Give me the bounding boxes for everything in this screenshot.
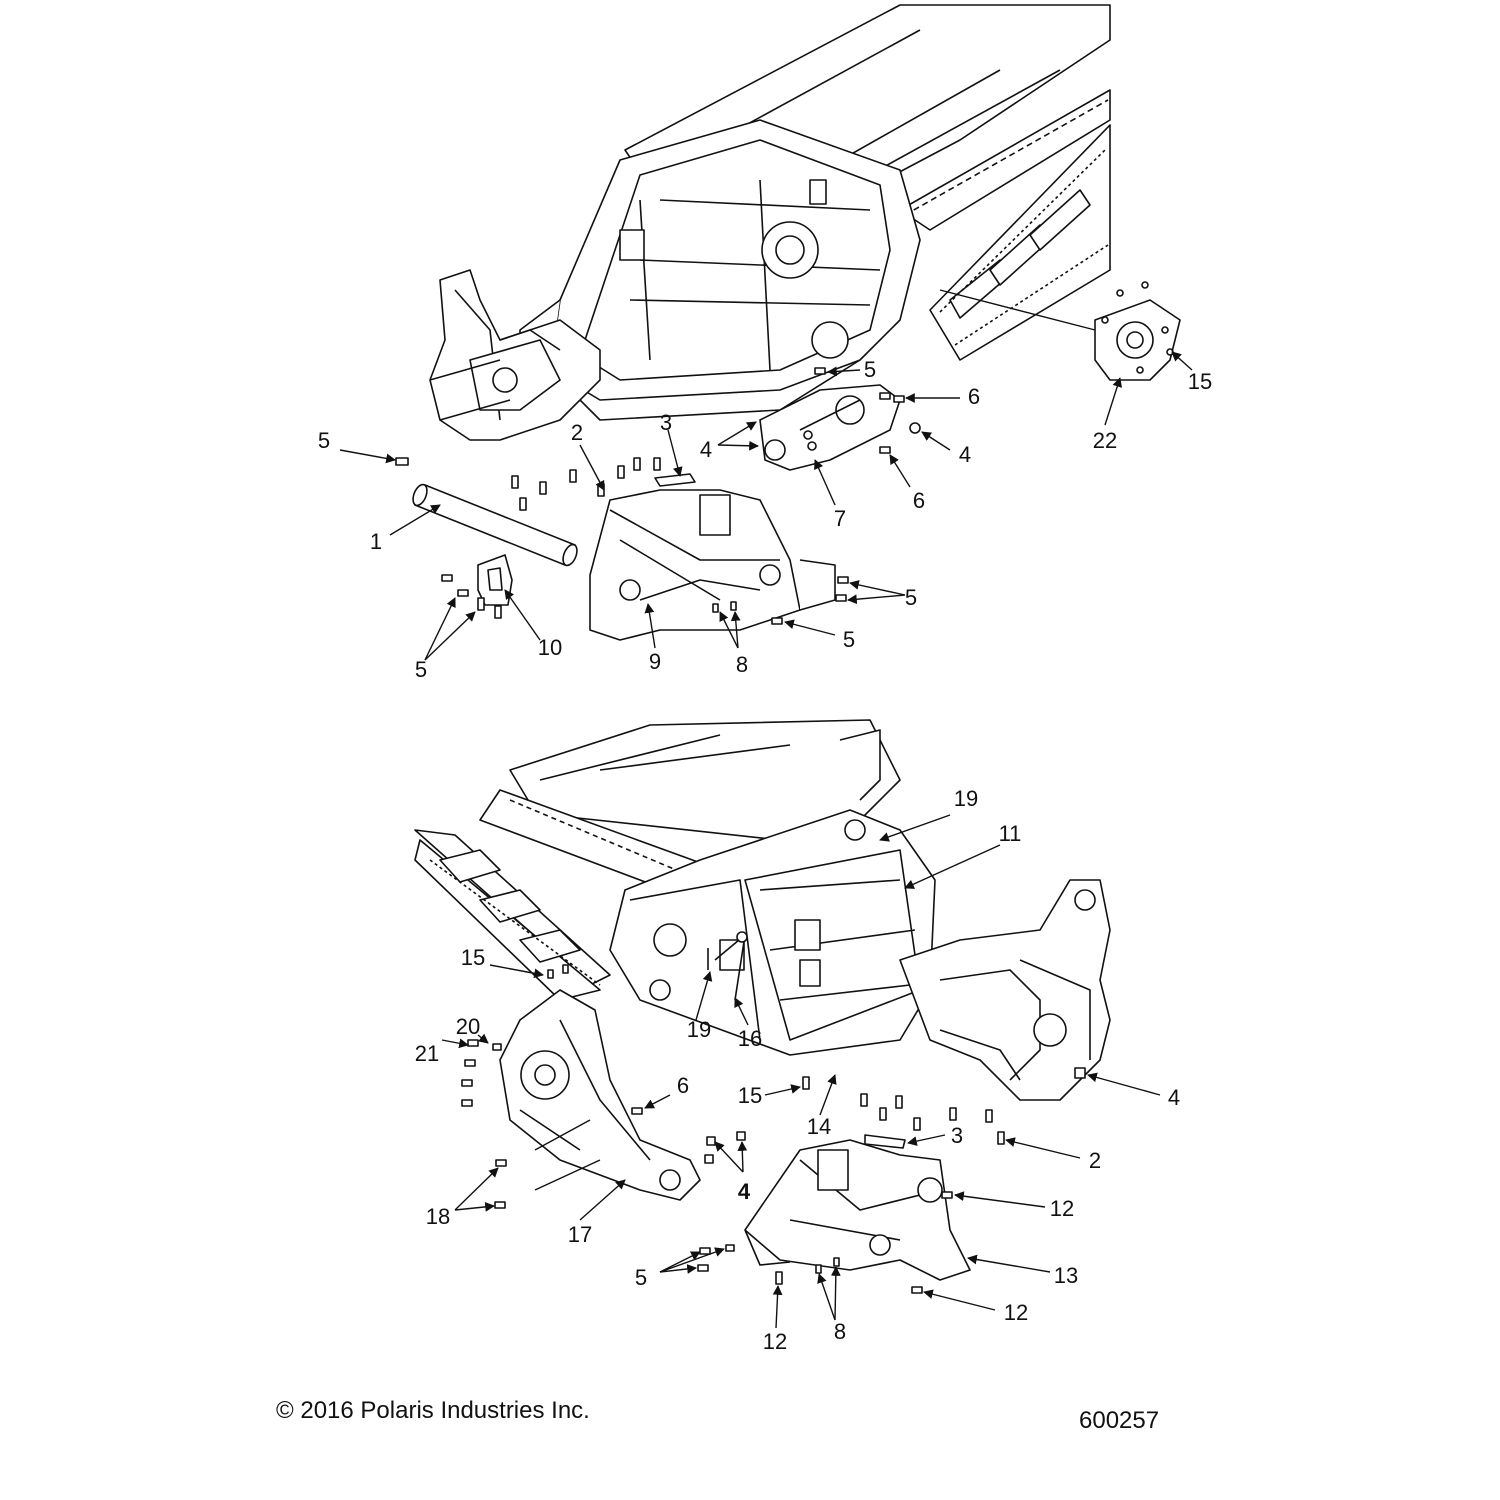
callout-8: 8 [833,1319,847,1344]
callout-4: 4 [737,1179,751,1204]
callout-20: 20 [455,1014,481,1039]
callout-15: 15 [460,945,486,970]
callout-5: 5 [842,627,856,652]
callout-4: 4 [1167,1085,1181,1110]
callout-5: 5 [414,657,428,682]
callout-5: 5 [863,357,877,382]
callout-11: 11 [998,821,1022,846]
callout-9: 9 [648,649,662,674]
callout-8: 8 [735,652,749,677]
callout-4: 4 [699,437,713,462]
part-7-bracket [759,384,921,471]
callout-14: 14 [806,1114,832,1139]
callout-4: 4 [958,442,972,467]
bottom-front-bolts [697,1076,1005,1294]
bottom-bulkhead [609,729,936,1056]
bottom-assembly [414,719,1111,1294]
top-assembly [395,4,1181,641]
callout-5: 5 [317,428,331,453]
callout-18: 18 [425,1204,451,1229]
callout-22: 22 [1092,428,1118,453]
top-left-frame [429,269,601,441]
figure-number: 600257 [1079,1407,1160,1434]
callout-1: 1 [369,529,383,554]
part-10-clamp [441,554,513,619]
top-bulkhead [519,119,921,421]
callout-15: 15 [737,1083,763,1108]
part-1-tube [412,483,578,567]
part-9-bulkhead [589,489,836,641]
callout-10: 10 [537,635,563,660]
bottom-running-board [414,829,611,1001]
callout-2: 2 [570,420,584,445]
callout-15: 15 [1187,369,1213,394]
bottom-right-frame [899,879,1111,1101]
part-17-bracket [499,989,701,1201]
callout-16: 16 [737,1026,763,1051]
callout-21: 21 [414,1041,440,1066]
callout-13: 13 [1053,1263,1079,1288]
callout-12: 12 [1049,1196,1075,1221]
callout-5: 5 [904,585,918,610]
callout-19: 19 [953,786,979,811]
callout-3: 3 [950,1123,964,1148]
callout-19: 19 [686,1017,712,1042]
bottom-leader-lines [441,814,1161,1329]
callout-12: 12 [762,1329,788,1354]
callout-12: 12 [1003,1300,1029,1325]
callout-7: 7 [833,506,847,531]
callout-6: 6 [967,384,981,409]
callout-6: 6 [676,1073,690,1098]
part-22-plate [939,281,1181,381]
part-13-bulkhead [744,1139,971,1281]
callout-6: 6 [912,488,926,513]
callout-2: 2 [1088,1148,1102,1173]
part-16-stud [707,931,748,1001]
callout-17: 17 [567,1222,593,1247]
copyright-notice: © 2016 Polaris Industries Inc. [276,1397,590,1424]
callout-3: 3 [659,410,673,435]
top-misc-bolts [712,367,891,625]
top-leader-lines [339,351,1193,661]
bottom-left-bolts [461,964,746,1209]
callout-5: 5 [634,1265,648,1290]
